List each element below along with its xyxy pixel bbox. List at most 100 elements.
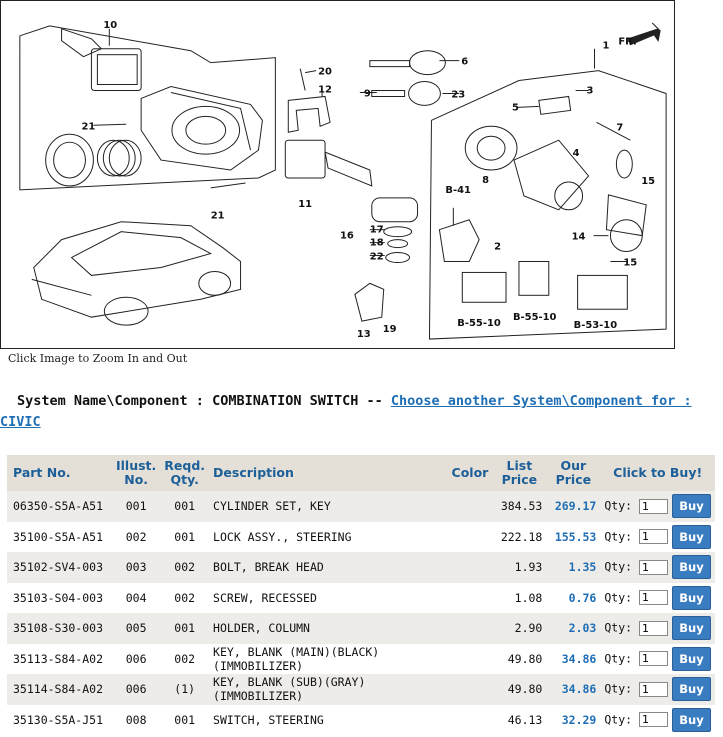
callout-3: 3 xyxy=(587,85,594,96)
illust-number: 001 xyxy=(112,491,161,522)
part-number: 35108-S30-003 xyxy=(7,613,112,644)
buy-cell: Qty: Buy xyxy=(600,613,715,644)
part-description: KEY, BLANK (MAIN)(BLACK)(IMMOBILIZER) xyxy=(213,644,380,673)
table-row: 35113-S84-A02 006 002 KEY, BLANK (MAIN)(BLA… xyxy=(7,644,715,675)
system-component-line: System Name\Component : COMBINATION SWIT… xyxy=(0,391,723,433)
buy-button[interactable]: Buy xyxy=(672,524,711,549)
qty-label: Qty: xyxy=(604,590,633,605)
col-our-price: Our Price xyxy=(546,455,601,491)
part-description: HOLDER, COLUMN xyxy=(209,613,448,644)
part-color xyxy=(447,613,493,644)
col-reqd-qty: Reqd. Qty. xyxy=(160,455,210,491)
part-number: 06350-S5A-A51 xyxy=(7,491,112,522)
required-qty: 001 xyxy=(174,529,196,544)
buy-button[interactable]: Buy xyxy=(672,646,711,671)
our-price: 32.29 xyxy=(561,712,597,727)
quantity-input[interactable] xyxy=(639,651,668,667)
callout-9: 9 xyxy=(364,88,371,99)
list-price: 222.18 xyxy=(500,529,543,544)
list-price: 49.80 xyxy=(492,674,547,705)
our-price: 34.86 xyxy=(561,651,597,666)
table-row: 35130-S5A-J51 008 001 SWITCH, STEERING 46.13… xyxy=(7,705,715,736)
callout-14: 14 xyxy=(572,232,586,243)
callout-12: 12 xyxy=(318,84,332,95)
required-qty: 001 xyxy=(160,491,210,522)
illust-number: 003 xyxy=(112,552,161,583)
part-number: 35114-S84-A02 xyxy=(7,674,112,705)
zoom-caption: Click Image to Zoom In and Out xyxy=(8,352,188,365)
col-illust-no: Illust. No. xyxy=(112,455,161,491)
quantity-input[interactable] xyxy=(639,681,668,697)
part-description: SWITCH, STEERING xyxy=(213,712,324,727)
part-description: KEY, BLANK (SUB)(GRAY)(IMMOBILIZER) xyxy=(209,674,448,705)
part-number: 35113-S84-A02 xyxy=(13,651,104,666)
callout-20: 20 xyxy=(318,67,332,78)
list-price: 1.08 xyxy=(514,590,543,605)
part-description: SCREW, RECESSED xyxy=(213,590,317,605)
col-part-no: Part No. xyxy=(7,455,112,491)
qty-label: Qty: xyxy=(604,559,633,574)
our-price: 34.86 xyxy=(546,674,601,705)
quantity-input[interactable] xyxy=(639,620,668,636)
callout-21a: 21 xyxy=(81,121,95,132)
list-price: 1.93 xyxy=(492,552,547,583)
buy-cell: Qty: Buy xyxy=(600,522,715,553)
part-color xyxy=(448,644,493,675)
buy-cell: Qty: Buy xyxy=(600,583,715,614)
quantity-input[interactable] xyxy=(639,529,668,545)
col-click-to-buy: Click to Buy! xyxy=(600,455,715,491)
quantity-input[interactable] xyxy=(639,498,668,514)
col-list-price: List Price xyxy=(492,455,547,491)
parts-table: Part No. Illust. No. Reqd. Qty. Descript… xyxy=(7,455,715,735)
required-qty: 001 xyxy=(174,712,196,727)
buy-button[interactable]: Buy xyxy=(672,585,711,610)
col-color: Color xyxy=(447,455,493,491)
callout-5: 5 xyxy=(512,102,519,113)
list-price: 46.13 xyxy=(507,712,543,727)
quantity-input[interactable] xyxy=(639,590,668,606)
qty-label: Qty: xyxy=(604,498,633,513)
ref-b41: B-41 xyxy=(445,185,471,196)
quantity-input[interactable] xyxy=(639,712,668,728)
buy-cell: Qty: Buy xyxy=(600,705,715,736)
parts-diagram[interactable]: 10 20 12 9 6 23 1 3 5 4 7 8 15 14 15 2 2… xyxy=(0,0,675,349)
callout-6: 6 xyxy=(461,57,468,68)
illust-number: 006 xyxy=(112,674,161,705)
illust-number: 006 xyxy=(125,651,147,666)
callout-17: 17 xyxy=(370,225,384,236)
ref-b55-10a: B-55-10 xyxy=(457,318,501,329)
part-number: 35130-S5A-J51 xyxy=(13,712,104,727)
buy-button[interactable]: Buy xyxy=(672,707,711,732)
our-price: 1.35 xyxy=(546,552,601,583)
callout-11: 11 xyxy=(298,199,312,210)
part-color xyxy=(447,491,493,522)
buy-button[interactable]: Buy xyxy=(672,555,711,580)
part-number: 35103-S04-003 xyxy=(13,590,104,605)
required-qty: 001 xyxy=(160,613,210,644)
buy-button[interactable]: Buy xyxy=(672,494,711,519)
buy-cell: Qty: Buy xyxy=(600,674,715,705)
part-description: LOCK ASSY., STEERING xyxy=(213,529,352,544)
buy-button[interactable]: Buy xyxy=(672,616,711,641)
quantity-input[interactable] xyxy=(639,559,668,575)
front-direction-label: FR. xyxy=(618,37,636,48)
part-number: 35100-S5A-A51 xyxy=(13,529,104,544)
choose-another-system-link[interactable]: Choose another System\Component for : CI… xyxy=(0,393,692,430)
part-description: BOLT, BREAK HEAD xyxy=(209,552,448,583)
part-color xyxy=(447,674,493,705)
buy-cell: Qty: Buy xyxy=(600,552,715,583)
qty-label: Qty: xyxy=(604,529,633,544)
callout-13: 13 xyxy=(357,329,371,340)
buy-cell: Qty: Buy xyxy=(600,491,715,522)
buy-button[interactable]: Buy xyxy=(672,677,711,702)
required-qty: 002 xyxy=(174,651,196,666)
our-price: 155.53 xyxy=(554,529,597,544)
illust-number: 008 xyxy=(125,712,147,727)
part-color xyxy=(448,522,493,553)
part-description: CYLINDER SET, KEY xyxy=(209,491,448,522)
callout-1: 1 xyxy=(602,41,609,52)
qty-label: Qty: xyxy=(604,651,633,666)
col-description: Description xyxy=(209,455,448,491)
